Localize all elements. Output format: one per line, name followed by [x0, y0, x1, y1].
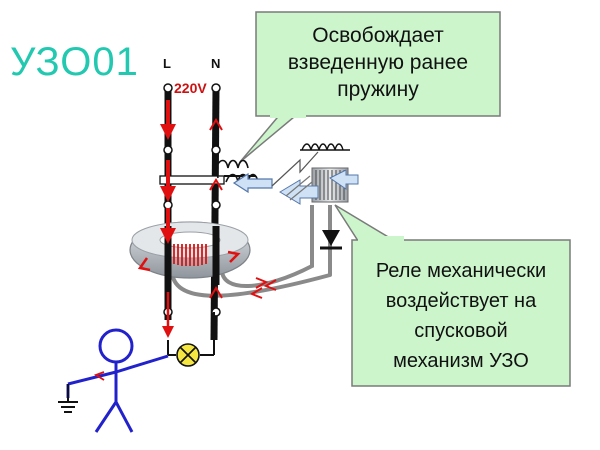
release-coil [215, 159, 259, 183]
callout-bottom [334, 204, 571, 387]
diode-icon [320, 230, 342, 250]
contacts [163, 83, 221, 317]
callout-bottom-box [351, 239, 571, 387]
callout-top-line: пружину [337, 78, 419, 101]
terminal-n-label: N [211, 56, 221, 71]
relay-wire-outer [170, 205, 332, 298]
lamp-icon [176, 343, 200, 367]
person-icon [66, 328, 169, 433]
callout-top-pointer [239, 111, 303, 163]
callout-bottom-text: Реле механически воздействует на спусков… [352, 256, 570, 376]
current-arrows-n [209, 118, 223, 299]
callout-bottom-line: Реле механически [375, 260, 547, 282]
diagram-title: УЗО01 [10, 40, 139, 84]
voltage-label: 220V [174, 80, 207, 96]
switch-bar [159, 175, 225, 185]
current-arrows-l [160, 100, 176, 338]
toroid-winding [173, 244, 207, 266]
relay-wires [170, 205, 332, 298]
callout-top-box [255, 11, 501, 117]
callout-top-text: Освобождает взведенную ранее пружину [256, 22, 500, 103]
callout-bottom-line: механизм УЗО [393, 350, 529, 372]
callout-top-line: Освобождает [312, 24, 444, 47]
callout-bottom-line: спусковой [414, 320, 508, 342]
person-current-arrow [93, 371, 105, 381]
load-wiring [167, 312, 215, 356]
callout-top [239, 11, 501, 163]
callout-top-line: взведенную ранее [287, 51, 469, 74]
release-arrow-icon [232, 172, 273, 194]
neutral-wire-n [210, 87, 220, 341]
ground-icon [58, 384, 78, 413]
toroid-red-arrows [137, 250, 241, 272]
relay-wire-inner [220, 205, 314, 288]
terminal-l-label: L [163, 56, 171, 71]
relay-assembly [271, 143, 359, 205]
callout-bottom-line: воздействует на [385, 290, 537, 312]
relay-wire-arrows [249, 277, 277, 299]
